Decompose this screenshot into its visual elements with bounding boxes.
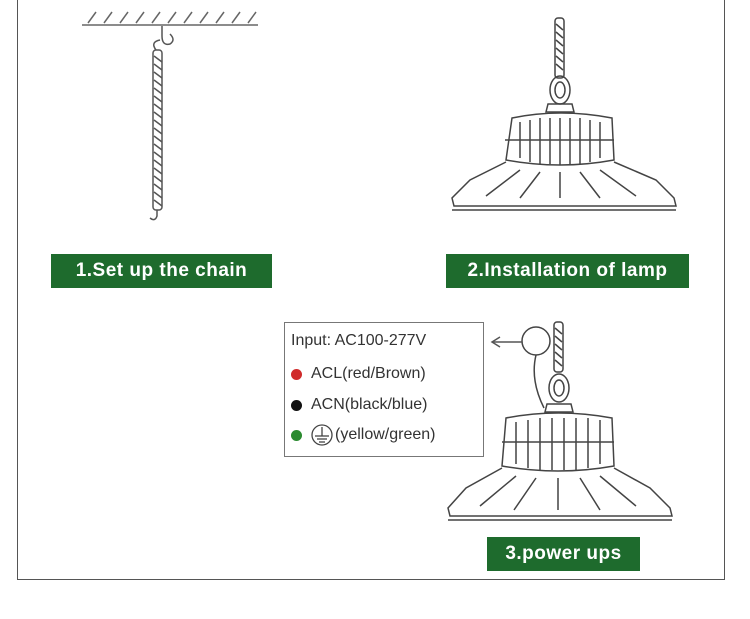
acn-text: ACN(black/blue) xyxy=(311,396,428,413)
acn-dot-icon xyxy=(291,399,302,411)
ground-symbol-icon xyxy=(311,424,333,446)
ground-row: (yellow/green) xyxy=(291,424,435,446)
acl-text: ACL(red/Brown) xyxy=(311,365,426,382)
step-3-label: 3.power ups xyxy=(487,537,640,571)
high-bay-lamp-bottom xyxy=(447,321,673,521)
ground-dot-icon xyxy=(291,429,302,441)
input-voltage-text: Input: AC100-277V xyxy=(291,332,427,349)
wiring-info-box: Input: AC100-277V ACL(red/Brown) ACN(bla… xyxy=(284,322,484,457)
acn-row: ACN(black/blue) xyxy=(291,396,427,414)
ground-text: (yellow/green) xyxy=(335,426,436,443)
step-1-label: 1.Set up the chain xyxy=(51,254,272,288)
acl-dot-icon xyxy=(291,368,302,380)
ceiling xyxy=(82,11,258,26)
acl-row: ACL(red/Brown) xyxy=(291,365,426,383)
input-voltage-row: Input: AC100-277V xyxy=(291,332,426,350)
step-2-label: 2.Installation of lamp xyxy=(446,254,689,288)
hanging-chain xyxy=(149,26,174,221)
callout-arrow xyxy=(490,336,522,348)
diagram-frame xyxy=(17,0,725,580)
high-bay-lamp-top xyxy=(451,17,677,211)
